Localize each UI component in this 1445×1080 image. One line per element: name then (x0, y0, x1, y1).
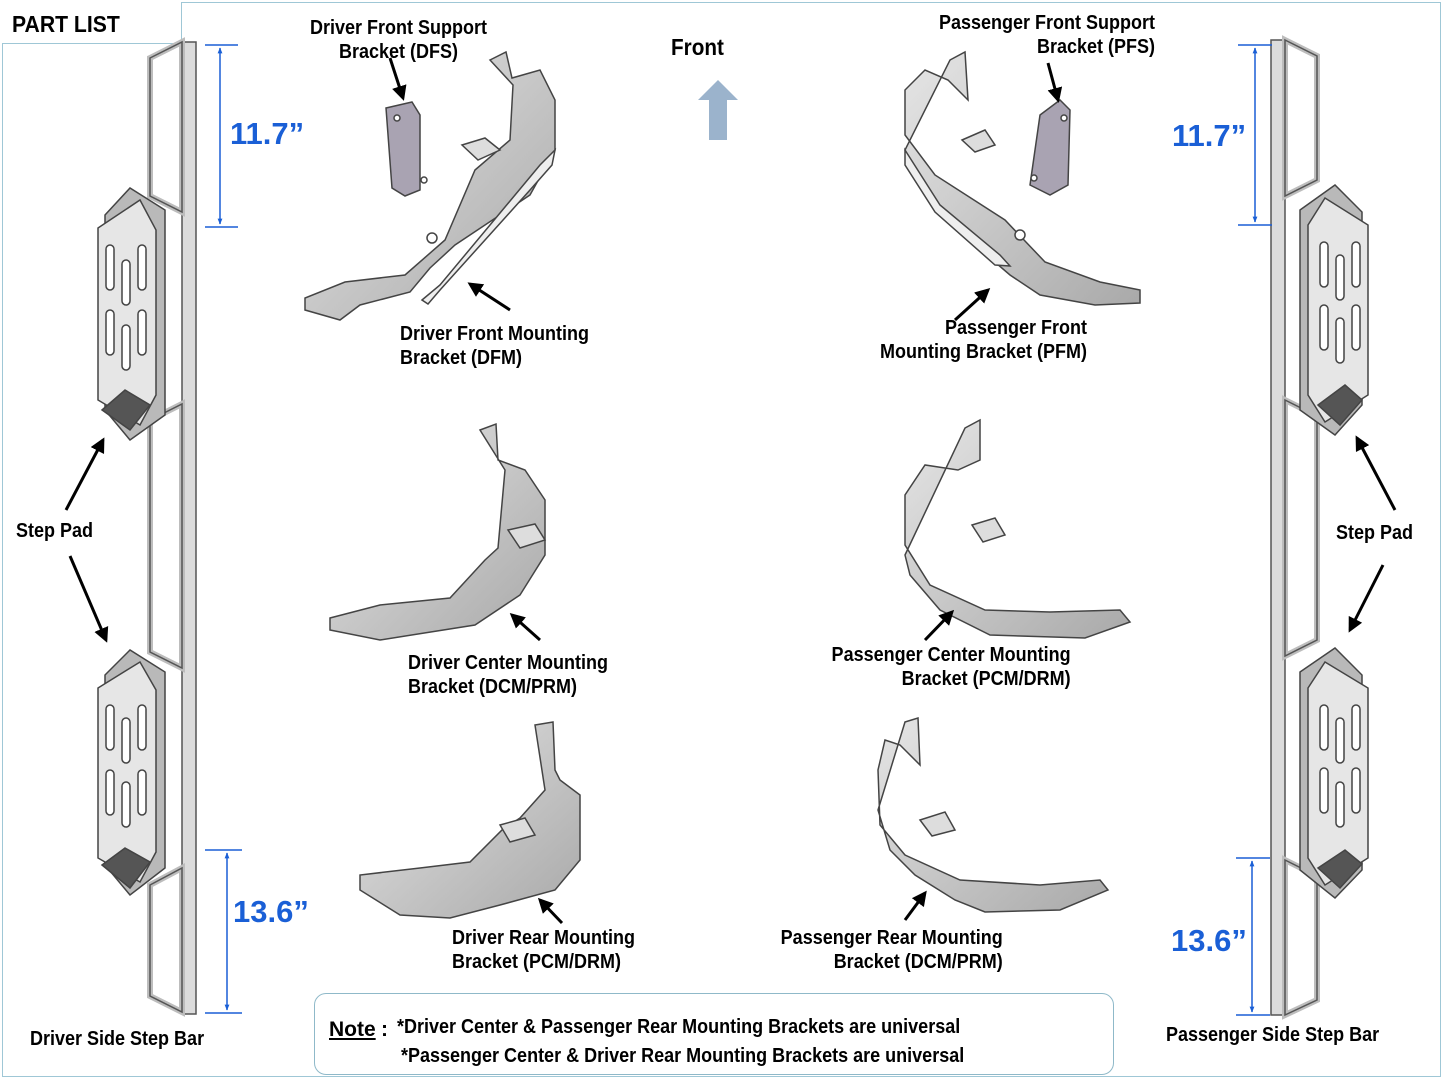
dimension-right-top: 11.7” (1172, 118, 1247, 153)
label-drm-line2: Bracket (PCM/DRM) (452, 951, 622, 973)
bracket-dfm (304, 50, 557, 321)
label-pfm-line2: Mounting Bracket (PFM) (880, 341, 1087, 363)
dimension-left-top: 11.7” (230, 116, 305, 151)
dimension-right-bottom: 13.6” (1171, 923, 1247, 958)
front-direction-arrow (698, 80, 738, 140)
note-box: Note : *Driver Center & Passenger Rear M… (314, 993, 1114, 1075)
dimension-lines (205, 44, 1272, 1016)
bracket-pfs (1029, 99, 1071, 196)
passenger-step-pad-upper (1299, 184, 1369, 436)
label-pfs: Passenger Front Support Bracket (PFS) (939, 11, 1155, 59)
dimension-left-bottom: 13.6” (233, 894, 309, 929)
label-prm-line1: Passenger Rear Mounting (780, 927, 1003, 949)
label-dcm-line1: Driver Center Mounting (408, 652, 609, 674)
label-dfs: Driver Front Support Bracket (DFS) (310, 16, 487, 64)
label-drm: Driver Rear Mounting Bracket (PCM/DRM) (452, 926, 635, 974)
bracket-dfs (385, 101, 428, 197)
label-dfm-line2: Bracket (DFM) (400, 347, 523, 369)
label-step-pad-right: Step Pad (1336, 522, 1414, 544)
label-pfm-line1: Passenger Front (944, 317, 1087, 339)
note-heading: Note (329, 1018, 376, 1041)
label-dfs-line2: Bracket (DFS) (338, 41, 459, 63)
label-dfs-line1: Driver Front Support (310, 17, 488, 39)
bracket-pfm (904, 50, 1141, 306)
driver-step-pad-upper (97, 187, 166, 442)
label-driver-side-step-bar: Driver Side Step Bar (30, 1028, 205, 1050)
label-pfm: Passenger Front Mounting Bracket (PFM) (880, 316, 1087, 364)
bracket-pcm (904, 418, 1132, 639)
note-colon: : (381, 1018, 388, 1041)
label-pfs-line2: Bracket (PFS) (1036, 36, 1155, 58)
label-prm: Passenger Rear Mounting Bracket (DCM/PRM… (781, 926, 1003, 974)
label-prm-line2: Bracket (DCM/PRM) (833, 951, 1003, 973)
driver-step-pad-lower (97, 649, 166, 897)
label-front: Front (671, 34, 724, 60)
note-line-2: *Passenger Center & Driver Rear Mounting… (401, 1045, 965, 1067)
label-dcm-line2: Bracket (DCM/PRM) (408, 676, 578, 698)
label-pfs-line1: Passenger Front Support (938, 12, 1155, 34)
driver-step-bar (147, 37, 197, 1017)
part-list-tab: PART LIST (2, 2, 182, 44)
bracket-drm (359, 721, 581, 919)
label-pcm-line1: Passenger Center Mounting (831, 644, 1071, 666)
passenger-step-pad-lower (1299, 647, 1369, 900)
label-pcm-line2: Bracket (PCM/DRM) (901, 668, 1071, 690)
label-drm-line1: Driver Rear Mounting (452, 927, 636, 949)
label-passenger-side-step-bar: Passenger Side Step Bar (1166, 1024, 1380, 1046)
label-dcm: Driver Center Mounting Bracket (DCM/PRM) (408, 651, 608, 699)
page-title: PART LIST (12, 11, 120, 37)
note-line-1: *Driver Center & Passenger Rear Mounting… (397, 1016, 961, 1038)
bracket-dcm (329, 422, 547, 641)
bracket-prm (877, 716, 1110, 913)
label-dfm-line1: Driver Front Mounting (400, 323, 589, 345)
label-pcm: Passenger Center Mounting Bracket (PCM/D… (832, 643, 1071, 691)
label-dfm: Driver Front Mounting Bracket (DFM) (400, 322, 589, 370)
label-step-pad-left: Step Pad (16, 520, 94, 542)
pointer-arrows (64, 57, 1397, 925)
